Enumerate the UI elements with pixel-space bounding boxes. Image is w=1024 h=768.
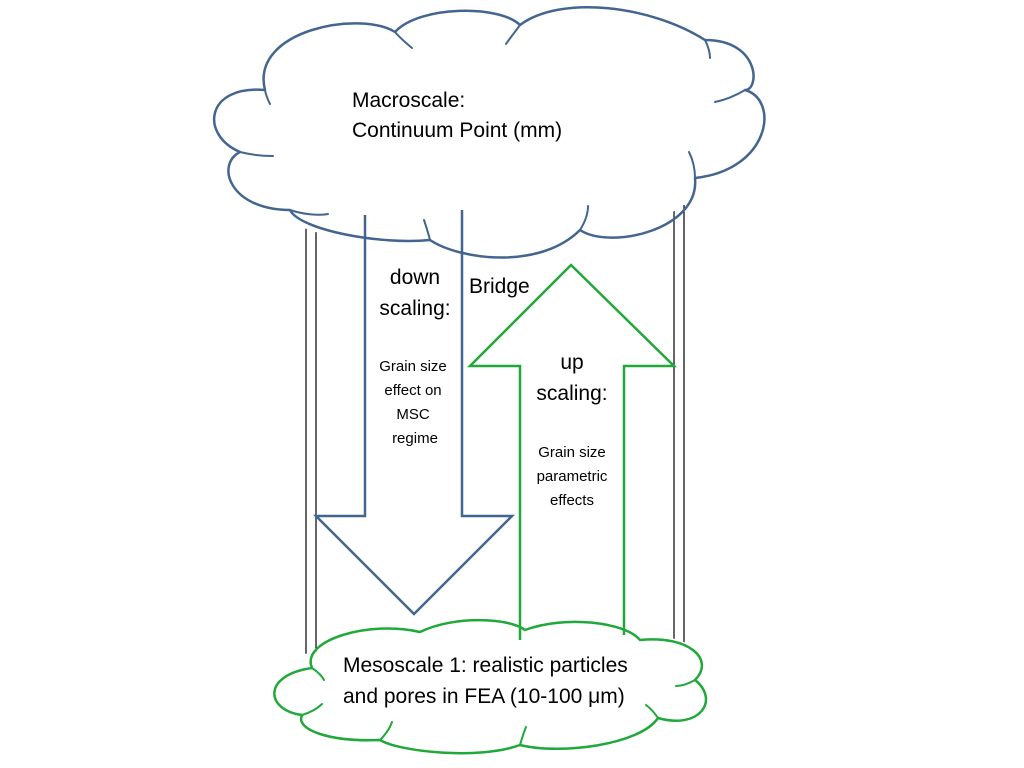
down-scaling-arrow [312, 210, 516, 616]
mesoscale-label: Mesoscale 1: realistic particles and por… [343, 654, 628, 708]
up-scaling-desc-2: parametric [537, 468, 608, 485]
down-scaling-label: down scaling: Grain size effect on MSC r… [379, 266, 450, 447]
up-scaling-desc-3: effects [550, 492, 594, 509]
macroscale-cloud [210, 5, 768, 259]
macroscale-label: Macroscale: Continuum Point (mm) [352, 89, 562, 142]
down-scaling-desc-2: effect on [384, 382, 441, 399]
bridge-label: Bridge [469, 275, 530, 298]
down-scaling-desc-4: regime [392, 430, 438, 447]
bridge-lines [305, 205, 685, 655]
down-scaling-desc-1: Grain size [379, 358, 447, 375]
up-scaling-desc-1: Grain size [538, 444, 606, 461]
mesoscale-cloud [273, 618, 708, 755]
mesoscale-line1: Mesoscale 1: realistic particles [343, 654, 628, 677]
mesoscale-line2: and pores in FEA (10-100 μm) [343, 685, 625, 708]
up-scaling-label: up scaling: Grain size parametric effect… [536, 351, 608, 509]
macroscale-line2: Continuum Point (mm) [352, 119, 562, 142]
up-scaling-title-1: up [560, 351, 583, 374]
macroscale-line1: Macroscale: [352, 89, 465, 112]
down-scaling-desc-3: MSC [396, 406, 430, 423]
down-scaling-title-1: down [390, 266, 440, 289]
up-scaling-arrow [466, 263, 678, 640]
down-scaling-title-2: scaling: [379, 297, 450, 320]
up-scaling-title-2: scaling: [536, 382, 607, 405]
